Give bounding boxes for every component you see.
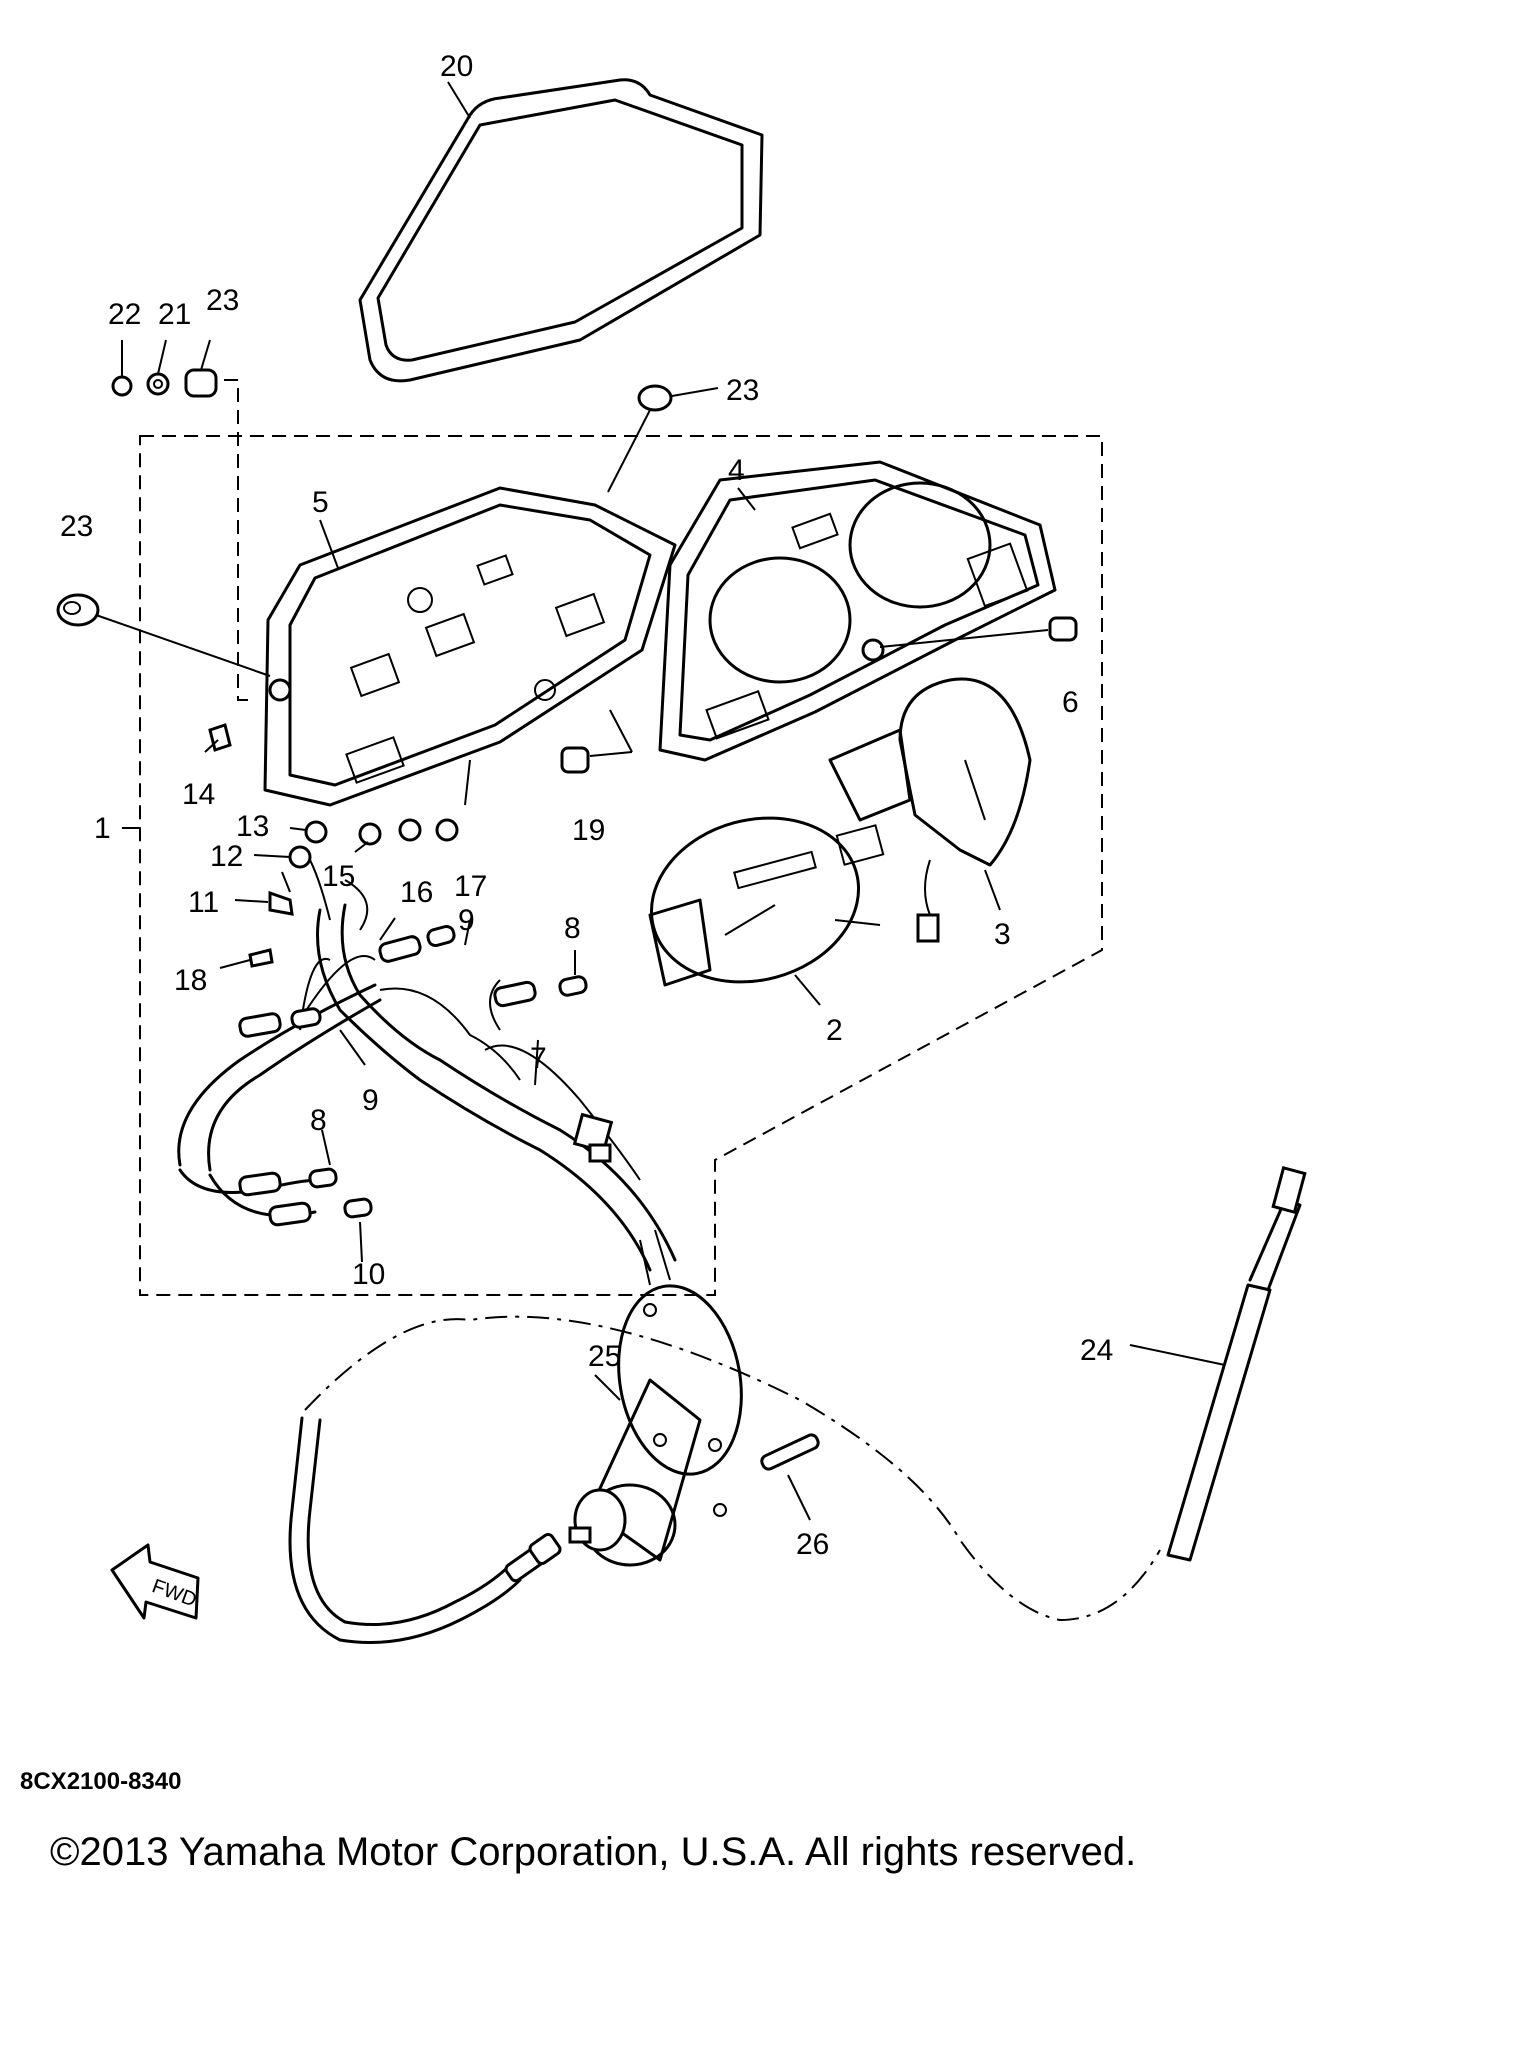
callout-22: 22 — [108, 298, 141, 331]
callout-23-top: 23 — [726, 374, 759, 407]
callout-1: 1 — [94, 812, 111, 845]
callout-18: 18 — [174, 964, 207, 997]
cushion-19 — [560, 709, 633, 774]
speedometer-cable — [288, 1165, 1307, 1644]
callout-9-upper: 9 — [458, 904, 475, 937]
callout-16: 16 — [400, 876, 433, 909]
callout-19: 19 — [572, 814, 605, 847]
callout-25: 25 — [588, 1340, 621, 1373]
fwd-direction-arrow: FWD — [110, 1543, 200, 1620]
bulbs-and-sockets — [238, 919, 588, 1263]
callout-3: 3 — [994, 918, 1011, 951]
callout-23-left: 23 — [60, 510, 93, 543]
meter-case — [658, 460, 1057, 762]
callout-8-lower: 8 — [310, 1104, 327, 1137]
callout-12: 12 — [210, 840, 243, 873]
callout-9-lower: 9 — [362, 1084, 379, 1117]
callout-26: 26 — [796, 1528, 829, 1561]
callout-20: 20 — [440, 50, 473, 83]
callout-6: 6 — [1062, 686, 1079, 719]
meter-housing — [263, 486, 677, 807]
callout-8-upper: 8 — [564, 912, 581, 945]
callout-23-upper-left: 23 — [206, 284, 239, 317]
copyright-notice: ©2013 Yamaha Motor Corporation, U.S.A. A… — [50, 1830, 1137, 1874]
callout-10: 10 — [352, 1258, 385, 1291]
callout-5: 5 — [312, 486, 329, 519]
callout-14: 14 — [182, 778, 215, 811]
speedometer-gear — [568, 1284, 820, 1567]
wire-harness — [177, 859, 677, 1286]
callout-2: 2 — [826, 1014, 843, 1047]
callout-17: 17 — [454, 870, 487, 903]
callout-15: 15 — [322, 860, 355, 893]
callout-7: 7 — [530, 1042, 547, 1075]
speedometer — [648, 816, 881, 1006]
cushion-6 — [861, 616, 1078, 662]
grommet-top — [607, 384, 719, 493]
callout-13: 13 — [236, 810, 269, 843]
meter-lens — [358, 78, 764, 383]
callout-4: 4 — [728, 454, 745, 487]
fasteners — [204, 723, 471, 969]
callout-11: 11 — [188, 886, 219, 919]
assembly-boundary — [139, 435, 1103, 1296]
tachometer-gauge — [828, 677, 1032, 943]
callout-21: 21 — [158, 298, 191, 331]
grommet-set-upper-left — [111, 339, 250, 701]
callout-24: 24 — [1080, 1334, 1113, 1367]
grommet-left — [56, 593, 271, 677]
diagram-code: 8CX2100-8340 — [20, 1768, 182, 1795]
